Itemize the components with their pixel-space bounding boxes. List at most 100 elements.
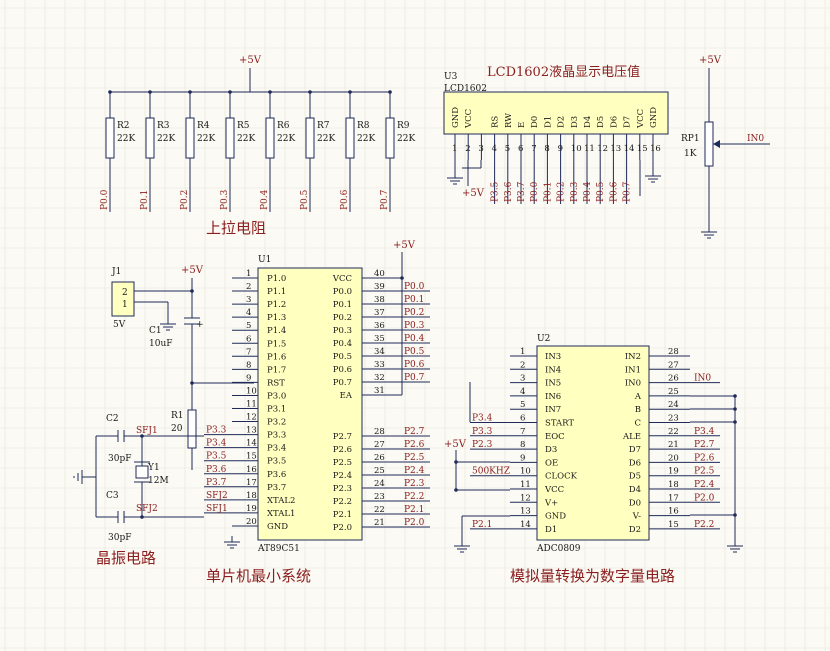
mcu-left-net-label: P3.7 [206,478,227,488]
adc-right-pin-number: 28 [668,347,679,357]
adc-right-net-label: P2.2 [694,520,714,530]
mcu-left-pin-number: 18 [246,491,257,501]
junction-dot [454,460,458,464]
pullup-resistor-ref: R9 [397,121,410,131]
lcd-net-label: P0.7 [623,181,633,202]
mcu-right-pin-number: 26 [374,453,385,463]
adc-left-pin-name: IN3 [545,352,561,362]
adc-left-net-label: P2.1 [472,520,492,530]
mcu-left-pin-number: 9 [246,373,251,383]
c3-ref: C3 [106,491,119,501]
adc-section-title: 模拟量转换为数字量电路 [510,567,675,585]
mcu-left-pin-name: P1.3 [267,313,286,323]
lcd-net-label: P0.5 [596,181,606,202]
adc-left-pin-number: 4 [520,387,525,397]
lcd-pin-number: 15 [637,144,648,154]
pot-vcc-label: +5V [699,55,722,66]
adc-right-pin-number: 26 [668,374,679,384]
mcu-right-net-label: P0.7 [404,373,425,383]
mcu-right-net-label: P2.1 [404,505,424,515]
mcu-left-pin-name: P1.6 [267,352,286,362]
lcd-body [443,91,669,135]
mcu-right-net-label: P0.2 [404,308,424,318]
j1-pin2: 2 [122,288,128,298]
mcu-right-pin-number: 33 [374,360,385,370]
adc-right-pin-name: IN0 [625,379,641,389]
adc-right-net-label: P2.5 [694,467,715,477]
mcu-right-pin-name: P0.4 [333,339,352,349]
mcu-right-net-label: P0.0 [404,282,425,292]
mcu-left-pin-number: 19 [246,504,257,514]
c1-ref: C1 [149,326,162,336]
lcd-pin-name: D5 [596,116,606,128]
mcu-part: AT89C51 [257,544,300,554]
mcu-left-pin-name: P1.5 [267,339,286,349]
pullup-resistor-value: 22K [237,134,255,144]
mcu-left-pin-number: 15 [246,452,257,462]
adc-right-pin-name: V- [632,512,641,522]
pullup-resistor-section: R222KP0.0R322KP0.1R422KP0.2R522KP0.3R622… [100,68,415,212]
adc-right-pin-number: 27 [668,360,679,370]
adc-vcc-label: +5V [444,439,467,450]
y1-value: 12M [148,476,169,486]
adc-right-net-label: P2.4 [694,480,715,490]
lcd-vcc-label: +5V [462,188,485,199]
pullup-net-label: P0.2 [180,190,190,210]
pullup-resistor-body [305,117,315,159]
adc-left-pin-name: VCC [544,485,564,495]
mcu-right-net-label: P2.6 [404,440,425,450]
mcu-left-pin-name: P3.2 [267,418,286,428]
pullup-resistor-value: 22K [357,134,375,144]
adc-right-net-label: P2.6 [694,453,715,463]
pullup-resistor-body [345,117,355,159]
mcu-left-pin-number: 17 [246,478,257,488]
crystal-circuit [73,430,204,523]
pullup-resistor-body [265,117,275,159]
lcd-pin-name: D4 [583,116,593,128]
mcu-right-pin-name: P2.2 [333,497,352,507]
mcu-left-pin-name: P3.1 [267,405,286,415]
mcu-right-net-label: P2.3 [404,479,425,489]
c1-value: 10uF [149,339,173,349]
adc-right-pin-number: 25 [668,387,679,397]
potentiometer [701,68,770,239]
mcu-right-pin-number: 37 [374,308,385,318]
adc-right-pin-name: D7 [629,445,641,455]
adc-right-pin-name: A [634,392,642,402]
junction-dot [733,513,737,517]
mcu-right-pin-name: P0.2 [333,313,352,323]
lcd-net-label: P0.2 [557,182,567,202]
pullup-resistor-body [145,117,155,159]
pullup-net-label: P0.1 [140,190,150,210]
junction-dot [140,515,144,519]
pullup-net-label: P0.7 [380,189,390,210]
junction-dot [400,276,404,280]
adc-right-pin-number: 21 [668,440,679,450]
adc-left-pin-name: D3 [545,445,557,455]
lcd-pin-number: 9 [558,144,563,154]
mcu-left-net-label: P3.4 [206,439,227,449]
mcu-right-net-label: P2.4 [404,466,425,476]
mcu-left-pin-number: 13 [246,426,257,436]
pullup-resistor-body [385,117,395,159]
mcu-right-net-label: P2.0 [404,518,425,528]
pullup-vcc-label: +5V [239,55,262,66]
adc-left-pin-name: GND [545,512,566,522]
mcu-left-pin-name: XTAL1 [267,509,295,519]
adc-ref: U2 [537,334,550,344]
lcd-pin-name: GND [649,107,659,128]
adc-left-pin-number: 11 [520,480,531,490]
mcu-left-pin-name: GND [267,522,288,532]
pullup-resistor-ref: R5 [237,121,250,131]
adc-left-pin-name: IN7 [545,405,561,415]
adc-left-pin-number: 8 [520,440,525,450]
mcu-right-pin-name: VCC [332,274,352,284]
j1-ref: J1 [111,267,121,277]
adc-right-pin-number: 16 [668,507,679,517]
mcu-right-pin-number: 25 [374,466,385,476]
mcu-left-pin-name: P1.2 [267,300,286,310]
mcu-right-pin-number: 39 [374,282,385,292]
mcu-left-pin-name: P3.0 [267,391,286,401]
mcu-right-pin-name: P2.7 [333,432,352,442]
